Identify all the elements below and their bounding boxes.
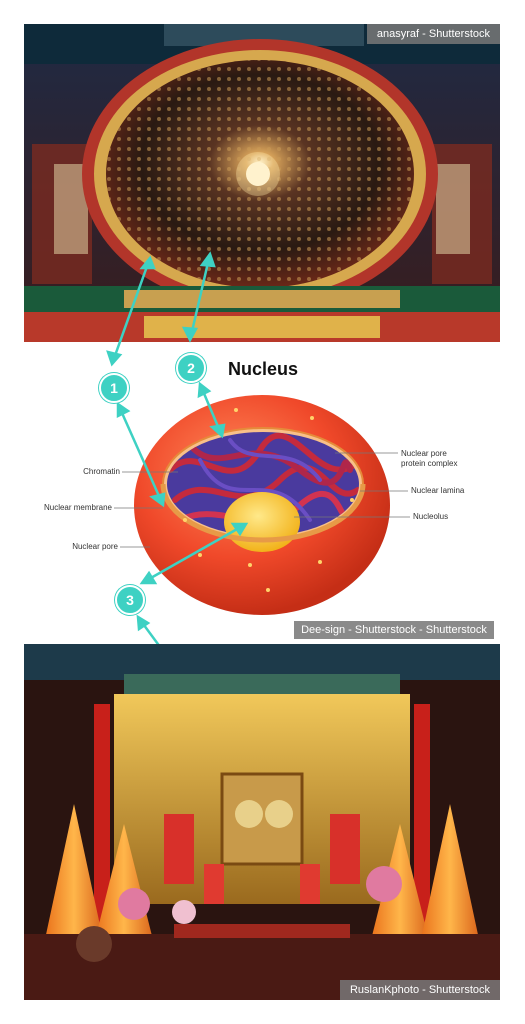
label-nucleolus: Nucleolus bbox=[413, 512, 449, 521]
diagram-credit: Dee-sign - Shutterstock - Shutterstock bbox=[294, 621, 494, 639]
marker-2: 2 bbox=[176, 353, 206, 383]
top-photo-temple-ceiling: anasyraf - Shutterstock bbox=[24, 24, 500, 342]
marker-3: 3 bbox=[115, 585, 145, 615]
marker-1: 1 bbox=[99, 373, 129, 403]
label-nuclear-membrane: Nuclear membrane bbox=[43, 503, 112, 512]
label-nuclear-lamina: Nuclear lamina bbox=[411, 486, 465, 495]
bottom-photo-temple-altar: RuslanKphoto - Shutterstock bbox=[24, 644, 500, 1000]
diagram-title: Nucleus bbox=[228, 359, 299, 379]
bottom-photo-credit: RuslanKphoto - Shutterstock bbox=[339, 980, 500, 1000]
nuclear-pores bbox=[183, 408, 354, 592]
nucleolus bbox=[224, 492, 300, 552]
chromatin bbox=[167, 432, 359, 523]
marker-arrows bbox=[106, 251, 249, 715]
top-photo-credit: anasyraf - Shutterstock bbox=[366, 24, 500, 44]
label-nuclear-pore-protein-complex: Nuclear pore protein complex bbox=[401, 449, 458, 468]
temple-altar-illustration bbox=[24, 644, 500, 1000]
label-nuclear-pore: Nuclear pore bbox=[72, 542, 118, 551]
label-chromatin: Chromatin bbox=[83, 467, 120, 476]
